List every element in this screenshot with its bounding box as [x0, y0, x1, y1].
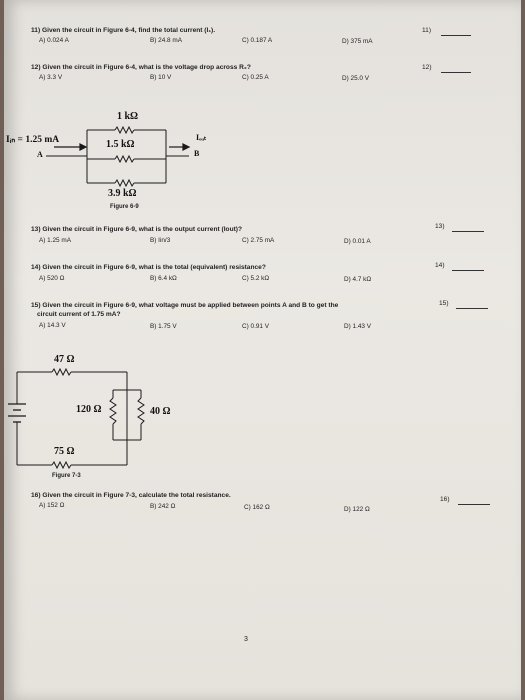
q16-number: 16): [440, 496, 450, 503]
q14-answer-blank[interactable]: [452, 264, 484, 271]
q11-option-d[interactable]: D) 375 mA: [342, 38, 373, 45]
question-11-text: 11) Given the circuit in Figure 6-4, fin…: [31, 27, 216, 34]
fig69-resistor-mid-label: 1.5 kΩ: [106, 139, 135, 150]
fig73-resistor-left-label: 120 Ω: [76, 404, 102, 415]
q16-answer-blank[interactable]: [458, 498, 490, 505]
q12-number: 12): [422, 64, 432, 71]
q13-option-d[interactable]: D) 0.01 A: [344, 238, 371, 245]
q15-number: 15): [439, 300, 449, 307]
fig69-input-current-label: Iᵢₙ = 1.25 mA: [6, 135, 60, 145]
fig69-resistor-bot-label: 3.9 kΩ: [108, 188, 137, 199]
q15-option-c[interactable]: C) 0.91 V: [242, 323, 269, 330]
question-12-text: 12) Given the circuit in Figure 6-4, wha…: [31, 64, 251, 71]
q16-option-c[interactable]: C) 162 Ω: [244, 504, 270, 511]
question-15-text-line1: 15) Given the circuit in Figure 6-9, wha…: [31, 302, 339, 309]
q12-answer-blank[interactable]: [441, 66, 471, 73]
fig73-resistor-bot-label: 75 Ω: [54, 446, 75, 457]
q11-answer-blank[interactable]: [441, 29, 471, 36]
q16-option-b[interactable]: B) 242 Ω: [150, 503, 176, 510]
fig69-resistor-top-label: 1 kΩ: [117, 111, 139, 122]
q11-option-c[interactable]: C) 0.187 A: [242, 37, 273, 44]
q15-option-b[interactable]: B) 1.75 V: [150, 323, 177, 330]
fig73-resistor-right-label: 40 Ω: [150, 406, 171, 417]
page-number: 3: [244, 636, 248, 643]
question-13-text: 13) Given the circuit in Figure 6-9, wha…: [31, 226, 243, 233]
q12-option-a[interactable]: A) 3.3 V: [39, 74, 63, 81]
fig69-node-b: B: [194, 149, 200, 158]
q15-answer-blank[interactable]: [456, 302, 488, 309]
q16-option-a[interactable]: A) 152 Ω: [39, 502, 65, 509]
q13-option-a[interactable]: A) 1.25 mA: [39, 237, 71, 244]
figure-6-9-caption: Figure 6-9: [110, 204, 139, 210]
q12-option-d[interactable]: D) 25.0 V: [342, 75, 369, 82]
q15-option-d[interactable]: D) 1.43 V: [344, 323, 371, 330]
fig73-resistor-top-label: 47 Ω: [54, 354, 75, 365]
q11-option-b[interactable]: B) 24.8 mA: [150, 37, 182, 44]
q13-answer-blank[interactable]: [452, 225, 484, 232]
q14-option-a[interactable]: A) 520 Ω: [39, 275, 65, 282]
q11-number: 11): [422, 27, 432, 34]
q12-option-b[interactable]: B) 10 V: [150, 74, 172, 81]
figure-7-3-caption: Figure 7-3: [52, 473, 81, 479]
q14-number: 14): [435, 262, 445, 269]
q13-option-b[interactable]: B) Iin/3: [150, 237, 171, 244]
figure-7-3-diagram: [8, 367, 145, 470]
q15-option-a[interactable]: A) 14.3 V: [39, 322, 66, 329]
question-15-text-line2: circuit current of 1.75 mA?: [37, 311, 121, 318]
q13-option-c[interactable]: C) 2.75 mA: [242, 237, 275, 244]
q12-option-c[interactable]: C) 0.25 A: [242, 74, 269, 81]
q11-option-a[interactable]: A) 0.024 A: [39, 37, 69, 44]
q16-option-d[interactable]: D) 122 Ω: [344, 506, 370, 513]
q13-number: 13): [435, 223, 445, 230]
question-14-text: 14) Given the circuit in Figure 6-9, wha…: [31, 264, 266, 271]
q14-option-b[interactable]: B) 6.4 kΩ: [150, 275, 177, 282]
fig69-output-current-label: Iₒᵤₜ: [196, 133, 207, 142]
q14-option-c[interactable]: C) 5.2 kΩ: [242, 275, 270, 282]
figure-6-9-diagram: [46, 125, 191, 188]
question-16-text: 16) Given the circuit in Figure 7-3, cal…: [31, 492, 231, 499]
q14-option-d[interactable]: D) 4.7 kΩ: [344, 276, 372, 283]
fig69-node-a: A: [37, 150, 43, 159]
worksheet-page: 11) Given the circuit in Figure 6-4, fin…: [4, 0, 521, 700]
